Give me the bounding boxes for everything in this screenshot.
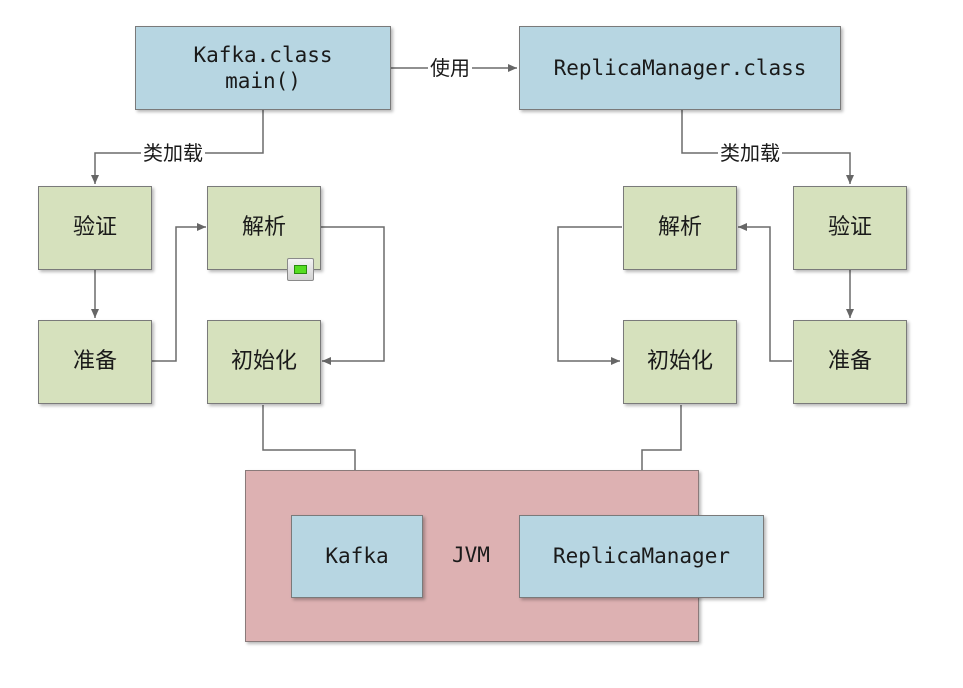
edge-left-prepare-resolve [152,223,206,362]
replica-manager-class-node[interactable]: ReplicaManager.class [519,26,841,110]
right-prepare-label: 准备 [827,349,872,375]
right-prepare-node[interactable]: 准备 [793,320,907,404]
replica-manager-class-label: ReplicaManager.class [553,55,807,80]
right-resolve-label: 解析 [657,215,702,241]
left-resolve-label: 解析 [241,215,286,241]
right-initialize-node[interactable]: 初始化 [623,320,737,404]
collapse-toggle-icon[interactable] [287,258,314,281]
edge-label-class-load-left: 类加载 [141,141,205,165]
edge-right-prepare-resolve [738,223,792,362]
right-verify-node[interactable]: 验证 [793,186,907,270]
right-resolve-node[interactable]: 解析 [623,186,737,270]
kafka-main-label: main() [225,69,301,93]
edge-label-class-load-right: 类加载 [718,141,782,165]
edge-right-resolve-init [557,226,622,365]
right-initialize-label: 初始化 [646,349,713,375]
left-resolve-node[interactable]: 解析 [207,186,321,270]
left-verify-node[interactable]: 验证 [38,186,152,270]
jvm-kafka-node[interactable]: Kafka [291,515,423,598]
jvm-replica-manager-label: ReplicaManager [552,544,730,569]
left-prepare-label: 准备 [72,349,117,375]
right-verify-label: 验证 [827,215,872,241]
left-initialize-node[interactable]: 初始化 [207,320,321,404]
edge-label-uses: 使用 [428,56,472,80]
kafka-class-label: Kafka.class [193,42,333,67]
edge-left-resolve-init [321,226,385,365]
left-verify-label: 验证 [72,215,117,241]
kafka-class-node[interactable]: Kafka.class main() [135,26,391,110]
jvm-kafka-label: Kafka [325,544,389,569]
jvm-label: JVM [452,543,490,567]
jvm-replica-manager-node[interactable]: ReplicaManager [519,515,764,598]
left-initialize-label: 初始化 [230,349,297,375]
left-prepare-node[interactable]: 准备 [38,320,152,404]
